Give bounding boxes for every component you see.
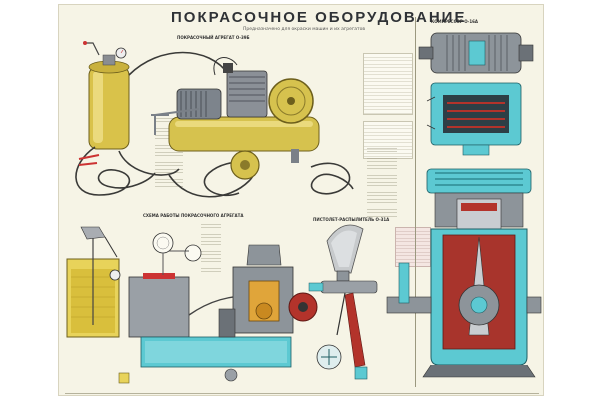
- sprayer-section-title: ПИСТОЛЕТ-РАСПЫЛИТЕЛЬ О-31А: [313, 217, 390, 222]
- poster: ПОКРАСОЧНОЕ ОБОРУДОВАНИЕ Предназначено д…: [58, 4, 544, 396]
- aggregate-section-title: ПОКРАСОЧНЫЙ АГРЕГАТ О-39Б: [177, 35, 250, 40]
- spec-table-sprayer: [395, 227, 431, 267]
- spec-table-aggregate: [363, 53, 413, 115]
- section-divider: [415, 17, 416, 387]
- poster-footer-line: [65, 393, 539, 394]
- compressor-top-view: [418, 32, 534, 156]
- poster-subtitle: Предназначено для окраски машин и их агр…: [242, 27, 366, 32]
- compressor-parts-legend: [367, 145, 397, 219]
- scheme-parts-legend: [201, 221, 221, 275]
- compressor-cutaway: [386, 168, 542, 378]
- compressor-unit: [151, 57, 320, 180]
- compressor-section-title: КОМПРЕССОР О-16А: [431, 19, 478, 24]
- scheme-diagram: [66, 226, 318, 384]
- spray-gun-diagram: [308, 224, 378, 380]
- paint-tank: [83, 41, 130, 150]
- scheme-section-title: СХЕМА РАБОТЫ ПОКРАСОЧНОГО АГРЕГАТА: [143, 213, 244, 218]
- spray-gun-handles: [78, 154, 100, 166]
- aggregate-illustration: [66, 32, 542, 384]
